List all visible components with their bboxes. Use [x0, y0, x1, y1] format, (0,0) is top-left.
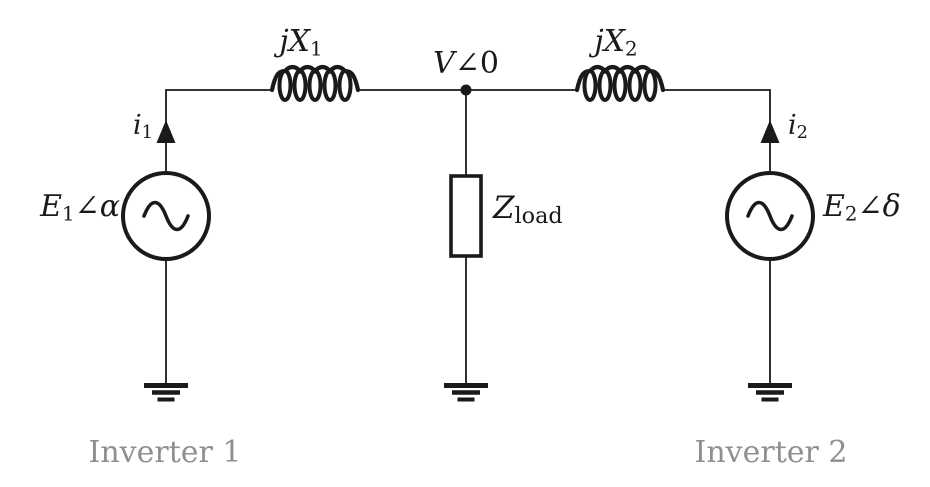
inductor2-label: jX2 — [594, 27, 637, 59]
ac-source2-symbol — [725, 171, 815, 261]
load-sub: load — [514, 202, 563, 229]
sine-wave-icon — [142, 200, 190, 232]
current1-arrow — [156, 120, 176, 143]
inverter1-caption: Inverter 1 — [88, 435, 242, 470]
node-dot — [460, 84, 472, 96]
source1-angle: ∠ — [74, 189, 100, 224]
load-label: Zload — [493, 190, 563, 229]
source2-angle: ∠ — [857, 189, 883, 224]
inductor1-loop — [322, 69, 338, 102]
source1-sub: 1 — [62, 202, 75, 226]
ground1-symbol — [144, 383, 188, 402]
wire-right-top — [662, 89, 771, 175]
inductor2-loop — [597, 69, 613, 102]
current2-sym: i — [788, 110, 797, 141]
inductor1-label-sub: 1 — [310, 37, 323, 61]
wire-left-top — [165, 89, 273, 175]
inductor1-symbol — [269, 64, 361, 102]
source2-phase: δ — [882, 189, 901, 224]
node-voltage-sym: V — [433, 46, 455, 81]
current2-arrow — [760, 120, 780, 143]
source2-label: E2∠δ — [823, 192, 901, 224]
inductor1-label: jX1 — [279, 27, 322, 59]
inductor1-loop — [277, 69, 293, 102]
source1-phase: α — [99, 189, 120, 224]
inductor1-label-sym: jX — [279, 24, 311, 59]
ground2-symbol — [444, 383, 488, 402]
source2-sym: E — [823, 189, 845, 224]
source1-label: E1∠α — [40, 192, 120, 224]
inductor1-loop — [292, 69, 308, 102]
ground3-symbol — [748, 383, 792, 402]
node-voltage-angle: ∠0 — [454, 46, 499, 81]
inductor1-loop — [337, 69, 353, 102]
current1-sub: 1 — [141, 121, 153, 143]
inductor2-label-sub: 2 — [625, 37, 638, 61]
node-voltage-label: V∠0 — [433, 49, 499, 79]
load-sym: Z — [493, 190, 515, 226]
load-impedance-symbol — [449, 174, 483, 258]
sine-wave-icon — [746, 200, 794, 232]
inductor2-loop — [627, 69, 643, 102]
current1-sym: i — [133, 110, 142, 141]
inductor2-symbol — [574, 64, 666, 102]
source1-sym: E — [40, 189, 62, 224]
ac-source1-symbol — [121, 171, 211, 261]
inductor2-loop — [612, 69, 628, 102]
current1-label: i1 — [133, 112, 153, 142]
inductor2-label-sym: jX — [594, 24, 626, 59]
current2-label: i2 — [788, 112, 808, 142]
current2-sub: 2 — [796, 121, 808, 143]
inductor1-loop — [307, 69, 323, 102]
source2-sub: 2 — [844, 202, 858, 226]
inductor2-loop — [582, 69, 598, 102]
inductor2-loop — [642, 69, 658, 102]
inverter2-caption: Inverter 2 — [694, 435, 848, 470]
